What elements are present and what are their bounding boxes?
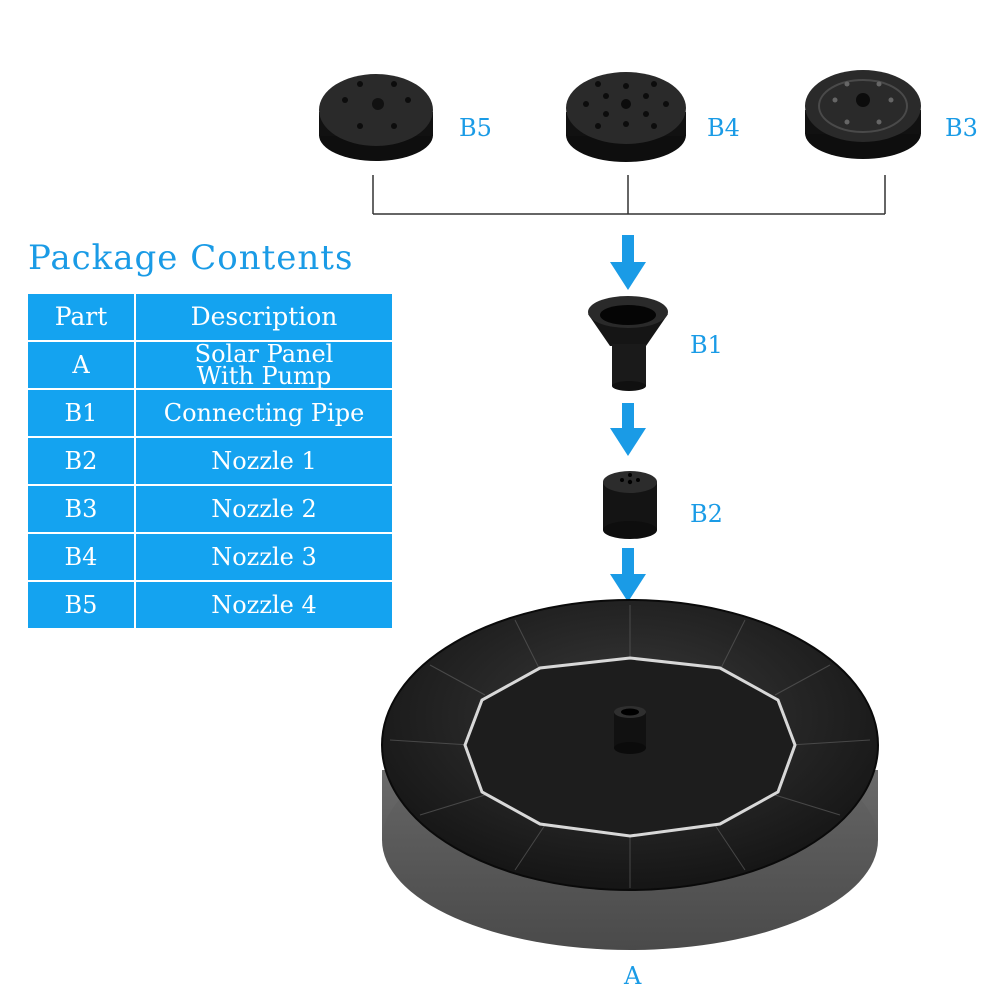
package-contents-table: Part Description A Solar Panel With Pump… bbox=[26, 292, 394, 630]
column-header-part: Part bbox=[26, 292, 136, 342]
table-row: B2 Nozzle 1 bbox=[26, 436, 394, 486]
table-row: B4 Nozzle 3 bbox=[26, 532, 394, 582]
table-row: A Solar Panel With Pump bbox=[26, 340, 394, 390]
table-row: B5 Nozzle 4 bbox=[26, 580, 394, 630]
column-header-description: Description bbox=[134, 292, 394, 342]
label-b4: B4 bbox=[707, 114, 740, 142]
connecting-pipe-part bbox=[588, 296, 668, 391]
arrow-down-icon bbox=[610, 403, 646, 456]
description-cell: Connecting Pipe bbox=[134, 388, 394, 438]
label-b2: B2 bbox=[690, 500, 723, 528]
nozzle-3-part bbox=[566, 72, 686, 162]
arrow-down-icon bbox=[610, 235, 646, 290]
part-cell: B4 bbox=[26, 532, 136, 582]
description-line: Solar Panel bbox=[194, 340, 334, 368]
nozzle-2-part bbox=[805, 70, 921, 159]
label-b5: B5 bbox=[459, 114, 492, 142]
nozzle-1-part bbox=[603, 471, 657, 539]
selection-bracket bbox=[372, 175, 886, 215]
package-contents-title: Package Contents bbox=[28, 238, 354, 278]
table-row: B1 Connecting Pipe bbox=[26, 388, 394, 438]
description-cell: Nozzle 3 bbox=[134, 532, 394, 582]
table-header-row: Part Description bbox=[26, 292, 394, 342]
nozzle-4-part bbox=[319, 74, 433, 161]
part-cell: B1 bbox=[26, 388, 136, 438]
label-b1: B1 bbox=[690, 331, 723, 359]
solar-panel-pump-part bbox=[381, 599, 879, 950]
part-cell: B2 bbox=[26, 436, 136, 486]
arrow-down-icon bbox=[610, 548, 646, 602]
description-cell: Nozzle 1 bbox=[134, 436, 394, 486]
table-row: B3 Nozzle 2 bbox=[26, 484, 394, 534]
description-cell: Nozzle 4 bbox=[134, 580, 394, 630]
part-cell: B3 bbox=[26, 484, 136, 534]
description-cell: Nozzle 2 bbox=[134, 484, 394, 534]
description-cell: Solar Panel With Pump bbox=[134, 340, 394, 390]
part-cell: A bbox=[26, 340, 136, 390]
part-cell: B5 bbox=[26, 580, 136, 630]
label-a: A bbox=[624, 962, 642, 990]
label-b3: B3 bbox=[945, 114, 978, 142]
description-line: With Pump bbox=[196, 362, 332, 390]
